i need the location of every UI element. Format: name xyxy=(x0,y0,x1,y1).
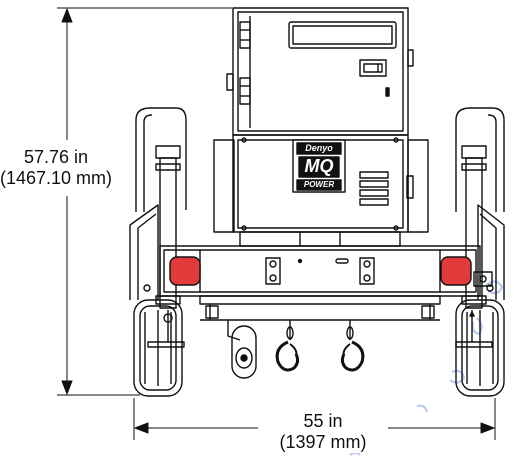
width-dimension-label: 55 in (1397 mm) xyxy=(258,411,388,453)
jack-wheel xyxy=(227,320,257,379)
safety-chain-right xyxy=(340,320,365,372)
width-in-label: 55 in xyxy=(303,411,343,431)
under-frame xyxy=(147,295,493,348)
width-dimension xyxy=(133,398,496,440)
right-tire xyxy=(455,299,505,397)
left-tire xyxy=(133,299,183,397)
left-tail-light xyxy=(169,256,201,286)
height-in-label: 57.76 in xyxy=(23,147,89,167)
right-tail-light xyxy=(440,256,472,286)
height-dimension-label: 57.76 in (1467.10 mm) xyxy=(0,147,112,189)
brand-line-1: Denyo xyxy=(305,143,333,153)
right-fender xyxy=(455,107,505,300)
brand-line-3: POWER xyxy=(303,180,335,189)
brand-line-2: MQ xyxy=(304,156,334,176)
left-fender xyxy=(129,107,187,300)
enclosure-upper xyxy=(226,7,414,136)
width-mm-label: (1397 mm) xyxy=(279,432,367,452)
right-post xyxy=(461,145,487,309)
height-mm-label: (1467.10 mm) xyxy=(0,168,113,188)
height-dimension xyxy=(57,7,232,396)
safety-chain-left xyxy=(275,320,300,372)
brand-logo xyxy=(292,139,346,193)
